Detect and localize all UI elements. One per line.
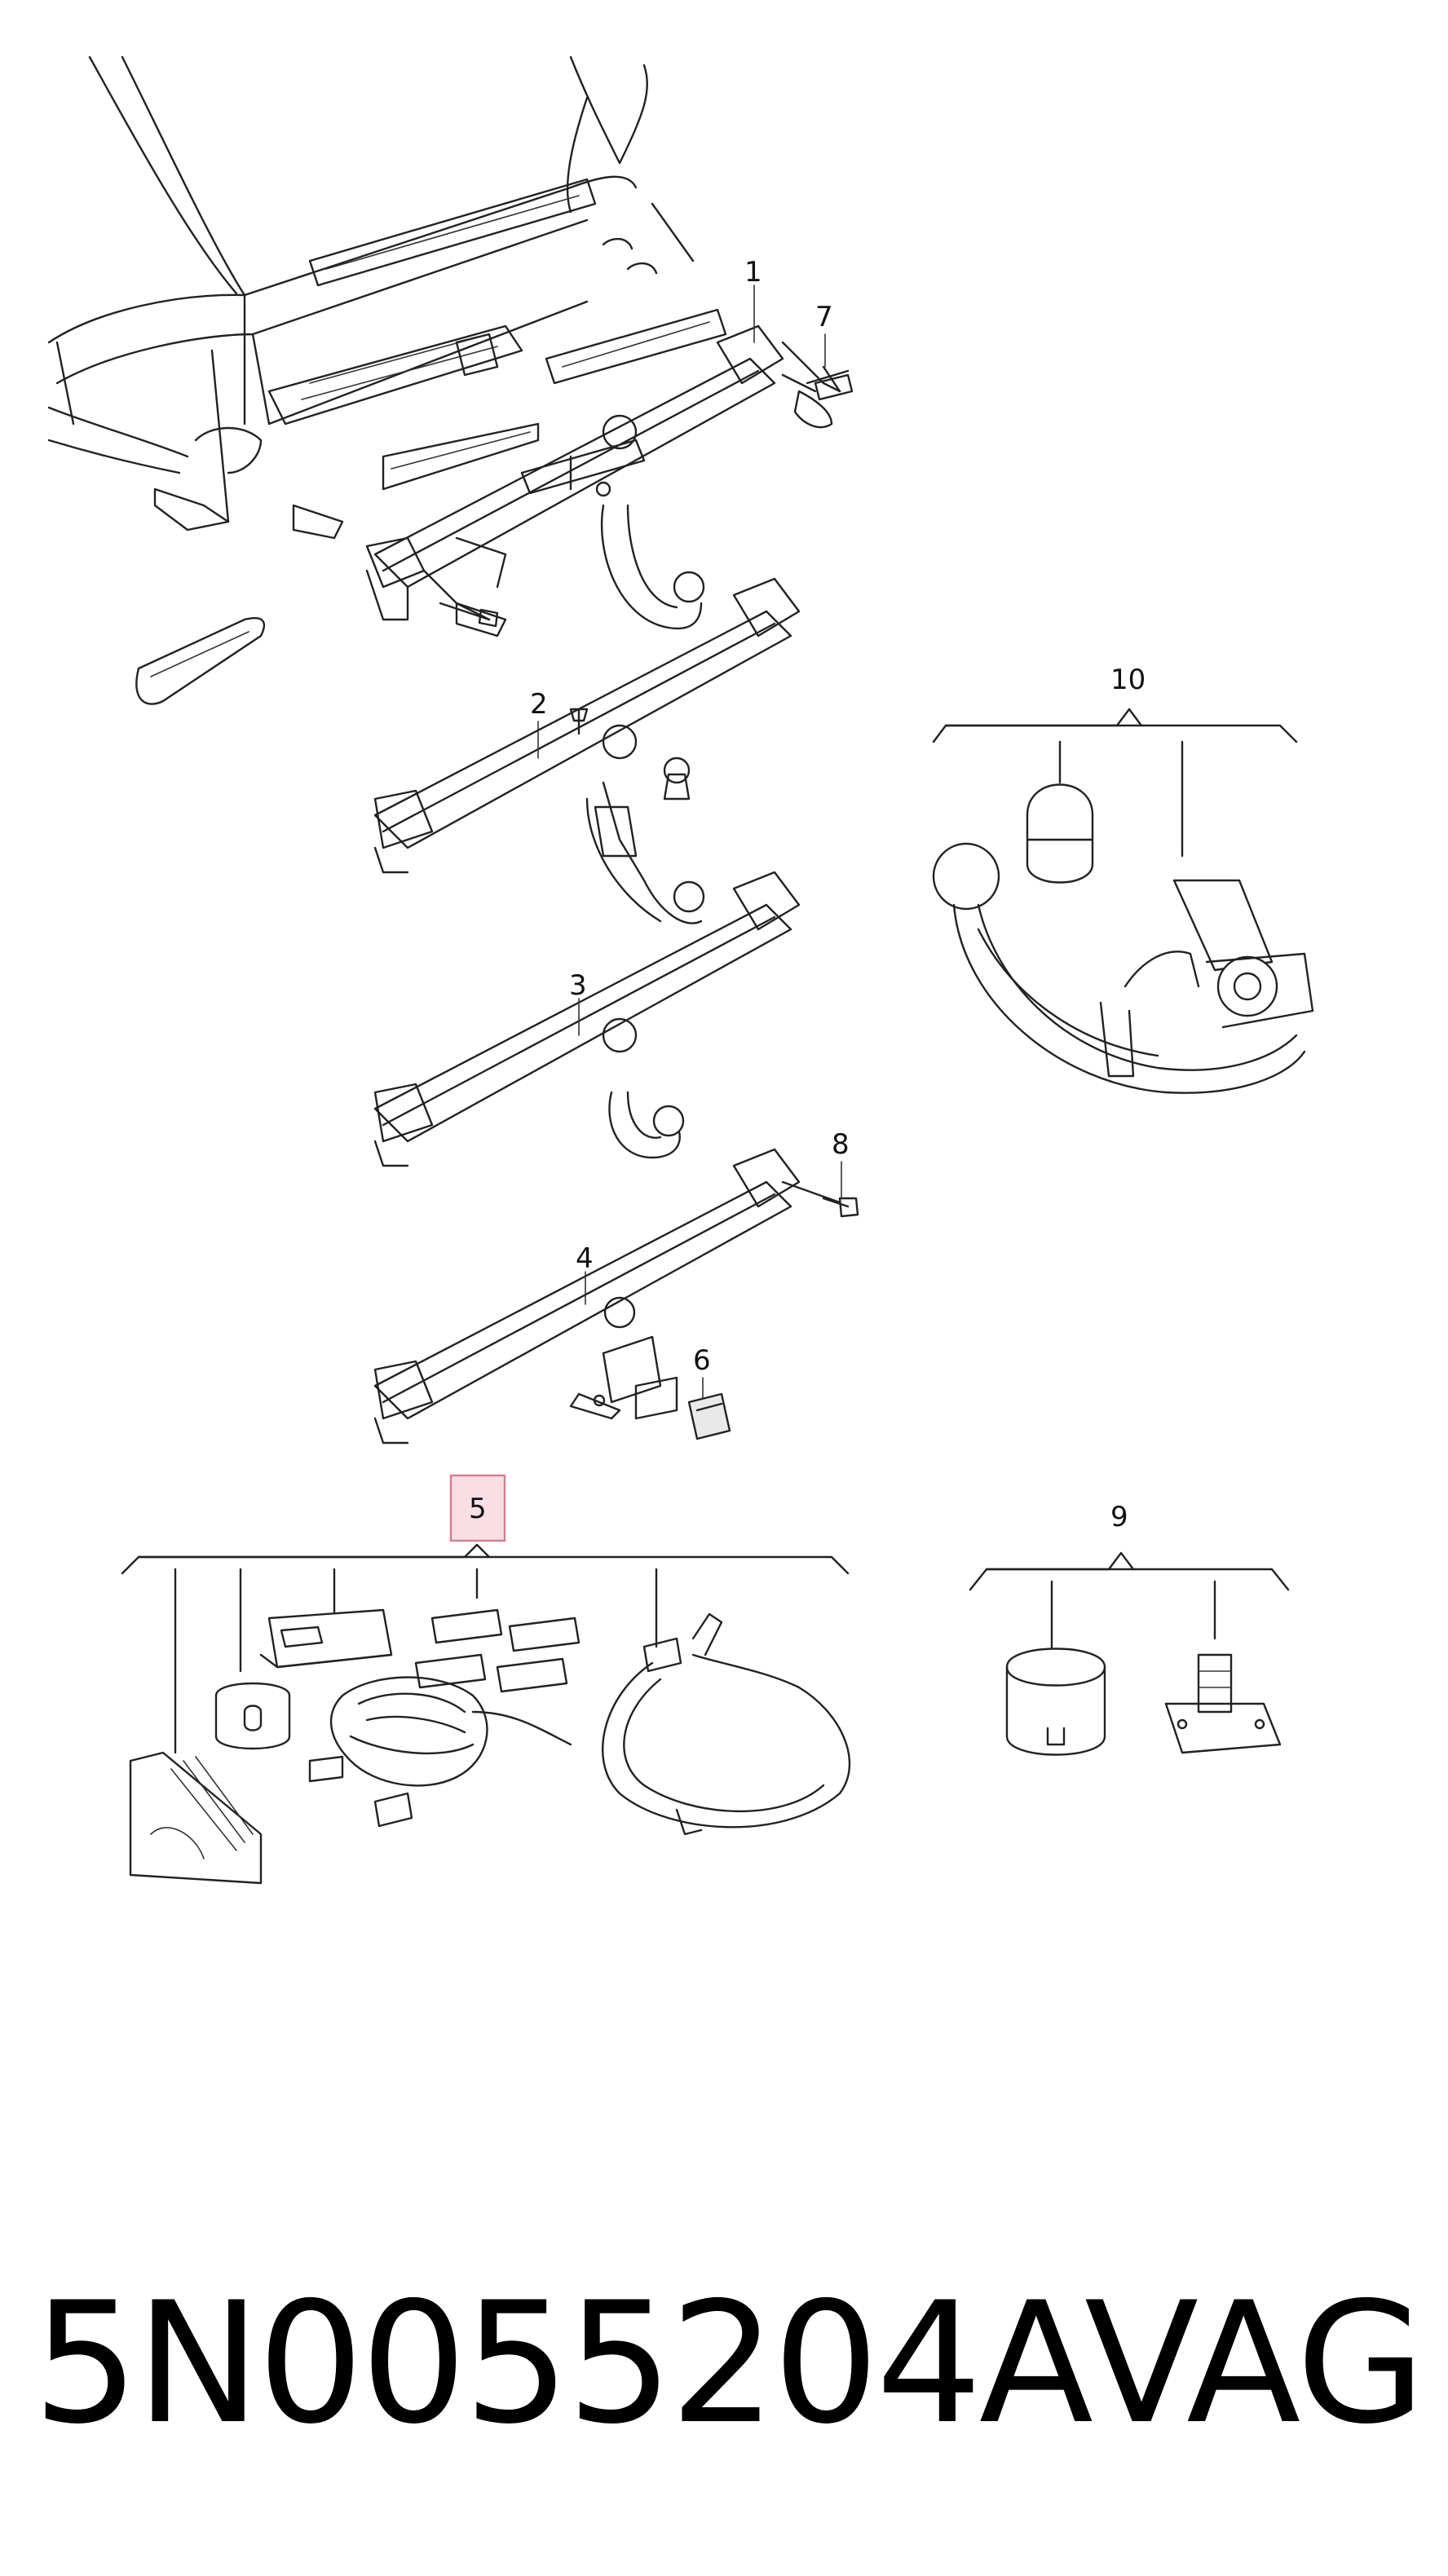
- bolt-8: [781, 1180, 859, 1218]
- tow-bar-assembly-2: [373, 577, 801, 924]
- footer: 5N0055204A VAG: [0, 2266, 1448, 2462]
- callout-4[interactable]: 4: [576, 1242, 594, 1275]
- bolt-7: [814, 365, 854, 401]
- callout-6[interactable]: 6: [693, 1344, 711, 1377]
- callout-8[interactable]: 8: [832, 1128, 850, 1161]
- socket-kit-part-9: [969, 1551, 1290, 1756]
- reflector-part: [135, 617, 266, 705]
- vehicle-rear-body: [47, 55, 727, 540]
- tow-bar-assembly-1: [365, 324, 850, 637]
- callout-labels: 1 2 3 4 5 6 7 8 9 10: [469, 256, 1146, 1533]
- callout-10[interactable]: 10: [1110, 664, 1146, 696]
- tow-bar-assembly-3: [373, 871, 801, 1167]
- callout-2[interactable]: 2: [530, 688, 548, 721]
- wiring-kit-part-5: [121, 1543, 851, 1885]
- bolt-left: [439, 602, 499, 628]
- callout-3[interactable]: 3: [569, 969, 587, 1002]
- brand-name: VAG: [1084, 2267, 1426, 2461]
- callout-1[interactable]: 1: [744, 256, 762, 289]
- tow-bar-assembly-4: [373, 1148, 801, 1445]
- detachable-ball-part-10: [932, 708, 1314, 1094]
- callout-leaders: [537, 285, 842, 1399]
- callout-9[interactable]: 9: [1110, 1501, 1128, 1533]
- callout-7[interactable]: 7: [815, 301, 833, 333]
- exploded-view-drawing: 1 2 3 4 5 6 7 8 9 10: [47, 55, 1314, 1885]
- callout-highlight-box[interactable]: [449, 1474, 506, 1542]
- callout-5[interactable]: 5: [469, 1493, 487, 1525]
- part-number: 5N0055204A: [33, 2267, 1093, 2461]
